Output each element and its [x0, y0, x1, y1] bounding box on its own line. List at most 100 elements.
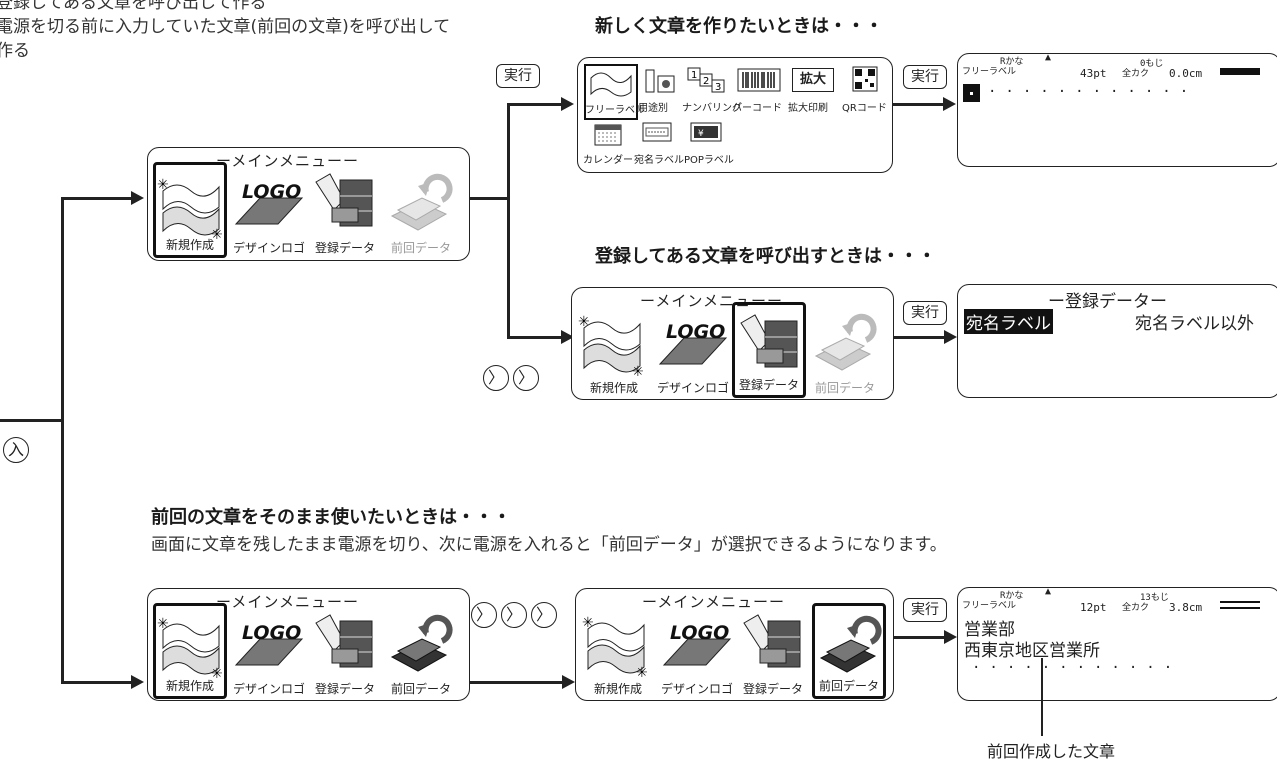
free-label-icon: [590, 72, 632, 97]
menu-item-previous[interactable]: 前回データ: [384, 603, 458, 699]
arrow-head: [561, 97, 574, 111]
lcd-screen-prev: Rかな フリーラベル ▲ 12pt 全カク 13もじ 3.8cm 営業部 西東京…: [957, 586, 1277, 701]
flow-line: [61, 197, 64, 683]
logo-text: LOGO: [666, 321, 725, 343]
next-button[interactable]: 〉: [501, 602, 527, 628]
menu-title: ーメインメニューー: [640, 292, 783, 310]
menu-item-new[interactable]: ✳✳ 新規作成: [153, 162, 227, 258]
printer-restore-icon: [390, 173, 453, 231]
option-barcode[interactable]: バーコード: [732, 64, 784, 116]
callout-label: 前回作成した文章: [987, 742, 1116, 761]
option-qrcode[interactable]: QRコード: [840, 64, 888, 116]
menu-item-logo[interactable]: LOGO デザインロゴ: [656, 302, 730, 398]
printer-restore-icon: [819, 615, 882, 673]
flow-line: [894, 636, 946, 639]
menu-label: デザインロゴ: [232, 682, 305, 696]
char-width: 全カク: [1122, 603, 1150, 613]
next-button[interactable]: 〉: [531, 602, 557, 628]
main-menu-panel-prev2: ーメインメニューー ✳✳ 新規作成 LOGO デザインロゴ 登録データ 前回デー…: [575, 588, 894, 701]
label: ナンバリング: [682, 103, 742, 114]
menu-item-saved[interactable]: 登録データ: [308, 603, 382, 699]
menu-label: 前回データ: [390, 241, 451, 255]
flow-line: [507, 103, 563, 106]
flow-line: [61, 681, 133, 684]
flow-line: [61, 197, 133, 200]
exec-button[interactable]: 実行: [903, 598, 947, 622]
option-purpose[interactable]: 用途別: [638, 64, 682, 116]
menu-item-logo[interactable]: LOGO デザインロゴ: [660, 603, 734, 699]
printer-restore-icon: [390, 614, 453, 672]
option-pop[interactable]: ¥ POPラベル: [684, 120, 734, 170]
menu-item-previous[interactable]: 前回データ: [812, 603, 886, 699]
lcd-screen-saved: ー登録データー 宛名ラベル 宛名ラベル以外: [957, 284, 1277, 398]
menu-label: 登録データ: [314, 241, 375, 255]
next-button[interactable]: 〉: [513, 365, 539, 391]
printer-restore-icon: [814, 313, 877, 371]
menu-item-saved[interactable]: 登録データ: [308, 162, 382, 258]
menu-title: ーメインメニューー: [216, 593, 359, 611]
menu-title: ーメインメニューー: [642, 593, 785, 611]
flow-line: [0, 419, 64, 422]
text-line-1: 営業部: [964, 620, 1015, 640]
label: POPラベル: [684, 155, 734, 166]
arrow-head: [562, 675, 575, 689]
option-calendar[interactable]: カレンダー: [583, 120, 633, 170]
menu-item-logo[interactable]: LOGO デザインロゴ: [232, 603, 306, 699]
logo-icon: LOGO: [234, 622, 304, 666]
char-count: 0もじ: [1140, 59, 1164, 69]
menu-label: デザインロゴ: [232, 241, 305, 255]
option-address-label[interactable]: 宛名ラベル: [964, 309, 1053, 334]
new-document-icon: ✳✳: [157, 616, 223, 682]
mode-indicator: フリーラベル: [962, 67, 1017, 77]
tape-line: [1220, 607, 1260, 609]
enter-label: 入: [7, 440, 24, 459]
main-menu-panel-new: ーメインメニューー ✳✳ 新規作成 LOGO デザインロゴ 登録データ 前回デー…: [147, 147, 470, 261]
menu-label: 前回データ: [390, 682, 451, 696]
arrow-head: [561, 330, 574, 344]
intro-line-2: 電源を切る前に入力していた文章(前回の文章)を呼び出して: [0, 17, 451, 37]
menu-label: 前回データ: [814, 381, 875, 395]
flow-line: [507, 103, 510, 339]
enter-button[interactable]: 入: [3, 437, 29, 463]
length: 3.8cm: [1169, 601, 1203, 614]
menu-item-previous[interactable]: 前回データ: [384, 162, 458, 258]
pop-label-icon: ¥: [690, 122, 722, 142]
text-line-2: 西東京地区営業所: [964, 641, 1100, 661]
menu-item-saved[interactable]: 登録データ: [732, 302, 806, 398]
next-button[interactable]: 〉: [471, 602, 497, 628]
menu-label: 新規作成: [589, 381, 638, 395]
menu-item-previous[interactable]: 前回データ: [808, 302, 882, 398]
callout-line: [1041, 658, 1043, 736]
option-address[interactable]: 宛名ラベル: [634, 120, 684, 170]
exec-button[interactable]: 実行: [496, 64, 540, 88]
svg-text:✳: ✳: [211, 227, 223, 243]
menu-item-saved[interactable]: 登録データ: [736, 603, 810, 699]
label: QRコード: [842, 103, 887, 114]
option-enlarge[interactable]: 拡大 拡大印刷: [788, 64, 836, 116]
flow-line: [894, 336, 946, 339]
menu-item-new[interactable]: ✳✳ 新規作成: [153, 603, 227, 699]
char-width: 全カク: [1122, 69, 1150, 79]
arrow-head: [944, 630, 957, 644]
exec-button[interactable]: 実行: [903, 301, 947, 325]
label: 拡大印刷: [788, 103, 828, 114]
svg-text:✳: ✳: [636, 665, 648, 681]
option-other[interactable]: 宛名ラベル以外: [1135, 314, 1254, 334]
svg-text:✳: ✳: [632, 364, 644, 380]
heading-previous: 前回の文章をそのまま使いたいときは・・・: [151, 507, 511, 528]
menu-item-new[interactable]: ✳✳ 新規作成: [577, 302, 651, 398]
new-document-icon: ✳✳: [582, 615, 648, 681]
new-document-icon: ✳✳: [157, 177, 223, 243]
next-button[interactable]: 〉: [483, 365, 509, 391]
menu-item-logo[interactable]: LOGO デザインロゴ: [232, 162, 306, 258]
exec-button[interactable]: 実行: [903, 65, 947, 89]
logo-text: LOGO: [242, 622, 301, 644]
option-free-label[interactable]: フリーラベル: [584, 64, 645, 120]
menu-item-new[interactable]: ✳✳ 新規作成: [581, 603, 655, 699]
logo-icon: LOGO: [234, 181, 304, 225]
char-count: 13もじ: [1140, 593, 1169, 603]
up-triangle-icon: ▲: [1045, 586, 1052, 597]
menu-label: デザインロゴ: [656, 381, 729, 395]
